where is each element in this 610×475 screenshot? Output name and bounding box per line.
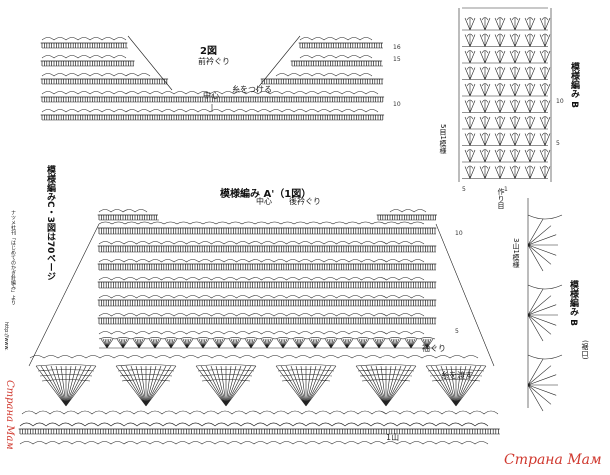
- figA-join-label: 糸を渡す: [441, 371, 473, 380]
- patternB-col-1: 1: [504, 186, 508, 193]
- patternB-edge-sub: (裾口): [581, 340, 589, 360]
- patternB-start: 作り目: [497, 188, 505, 209]
- patternB-row-10: 10: [556, 98, 564, 105]
- side-note-credit: ナツメ社刊「はじめてのかぎ針編み」より: [10, 210, 16, 305]
- figA-row-5: 5: [455, 328, 459, 335]
- figA-repeat-label: 1山: [386, 433, 400, 442]
- fig2-center-label: 中心: [203, 91, 219, 100]
- patternB-title: 模様編み B: [569, 62, 579, 108]
- fig2-title: 2図: [200, 46, 217, 57]
- figA-title: 模様編み A'（1図）: [220, 189, 312, 200]
- chart-stitch-marks: [18, 42, 500, 434]
- fig2-subtitle: 前衿ぐり: [198, 57, 230, 66]
- fig2-row-15: 15: [393, 56, 401, 63]
- figA-center-label: 中心: [256, 197, 272, 206]
- patternB-edge-title: 模様編み B: [568, 280, 578, 326]
- side-watermark: Страна Мам: [4, 380, 15, 450]
- chart-net-lines: [19, 7, 563, 445]
- patternB-col-5: 5: [462, 186, 466, 193]
- side-note-title: 模様編みC・3図は70ページ: [45, 165, 55, 281]
- fig2-row-16: 16: [393, 44, 401, 51]
- side-note-url: http://www.: [3, 322, 9, 351]
- watermark: Страна Мам: [504, 452, 602, 468]
- patternB-edge-repeat: 3山1模様: [512, 238, 520, 268]
- patternB-row-5: 5: [556, 140, 560, 147]
- fig2-join-label: 糸をつける: [232, 85, 272, 94]
- fig2-row-10: 10: [393, 101, 401, 108]
- patternB-repeat: 5目1模様: [439, 124, 447, 154]
- figA-row-10: 10: [455, 230, 463, 237]
- figA-neck-label: 後衿ぐり: [289, 197, 321, 206]
- figA-sleeve-label: 袖ぐり: [422, 344, 446, 353]
